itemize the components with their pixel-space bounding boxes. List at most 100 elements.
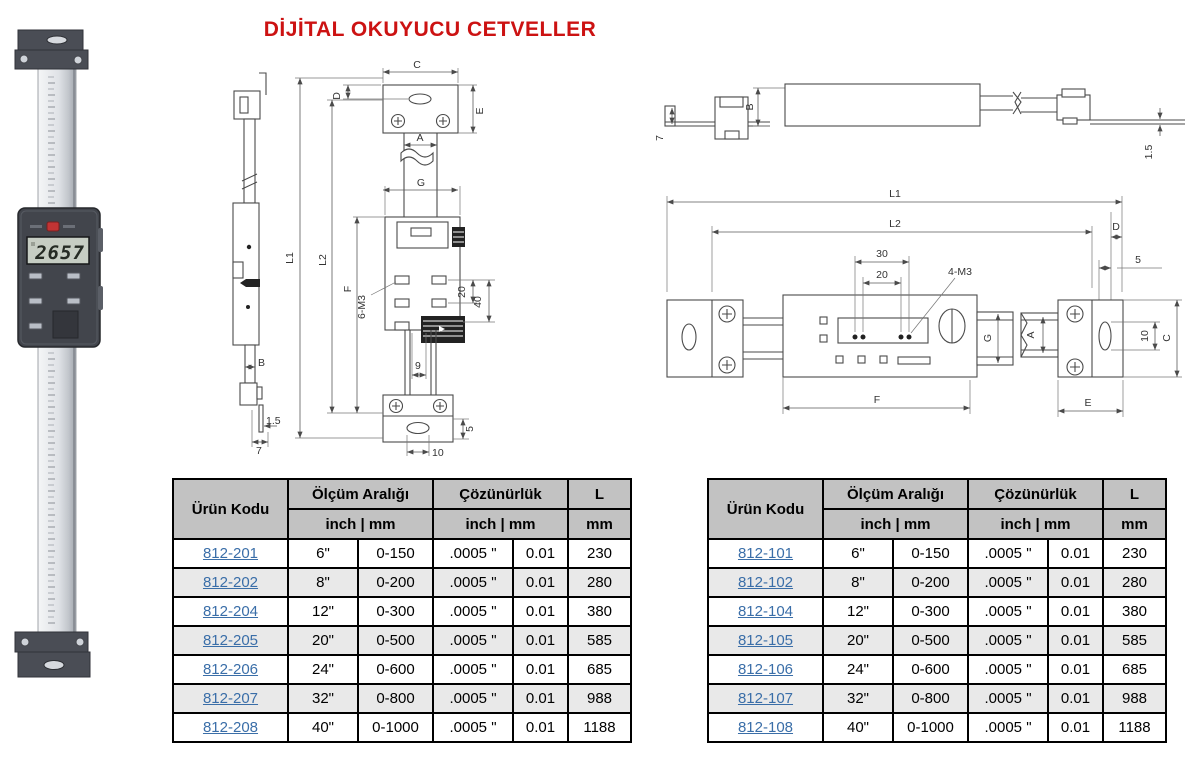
left-bracket: [666, 299, 744, 378]
dim-label-f: F: [342, 286, 354, 292]
dim-label-5: 5: [1135, 254, 1141, 266]
header-resolution: Çözünürlük: [967, 478, 1104, 510]
dim-label-g: G: [982, 334, 994, 342]
product-link[interactable]: 812-108: [737, 719, 794, 736]
dim-label-30: 30: [876, 248, 888, 260]
table-row: 812-104 12" 0-300 .0005 " 0.01 380: [707, 596, 1167, 627]
product-link[interactable]: 812-107: [737, 690, 794, 707]
spec-table-vertical-scales: Ürün Kodu Ölçüm Aralığı Çözünürlük L inc…: [172, 478, 632, 743]
header-res-units: inch | mm: [967, 508, 1104, 540]
page-title: DİJİTAL OKUYUCU CETVELLER: [263, 18, 597, 41]
table-row: 812-207 32" 0-800 .0005 " 0.01 988: [172, 683, 632, 714]
dim-label-10: 10: [1139, 330, 1151, 342]
header-length-unit: mm: [567, 508, 632, 540]
dim-label-b: B: [258, 357, 265, 369]
dim-label-l2: L2: [317, 254, 329, 266]
dim-label-l2: L2: [889, 218, 901, 230]
neck-section: [976, 311, 1014, 366]
ruler-beam: [37, 65, 77, 637]
dim-label-9: 9: [415, 360, 421, 372]
header-length-unit: mm: [1102, 508, 1167, 540]
keypad: [28, 272, 81, 339]
product-link[interactable]: 812-102: [737, 574, 794, 591]
table-row: 812-107 32" 0-800 .0005 " 0.01 988: [707, 683, 1167, 714]
dim-label-a: A: [1025, 331, 1037, 338]
dim-label-1-5: 1.5: [1143, 145, 1155, 160]
product-link[interactable]: 812-106: [737, 661, 794, 678]
product-link[interactable]: 812-104: [737, 603, 794, 620]
table-row: 812-204 12" 0-300 .0005 " 0.01 380: [172, 596, 632, 627]
technical-drawing-vertical: B 1.5 7 C D E: [232, 59, 495, 459]
header-measure-range: Ölçüm Aralığı: [822, 478, 969, 510]
power-button: [46, 221, 60, 232]
lcd-value: 2657: [34, 242, 85, 264]
dim-label-4m3: 4-M3: [948, 266, 972, 278]
dim-label-b: B: [744, 103, 756, 110]
readout-body: [782, 294, 978, 378]
dim-label-7: 7: [256, 445, 262, 457]
table-row: 812-105 20" 0-500 .0005 " 0.01 585: [707, 625, 1167, 656]
technical-drawing-horizontal: 7 B 1.5 L1: [655, 83, 1185, 417]
knurled-wheel-small: [452, 227, 465, 247]
product-link[interactable]: 812-207: [202, 690, 259, 707]
product-link[interactable]: 812-201: [202, 545, 259, 562]
table-row: 812-205 20" 0-500 .0005 " 0.01 585: [172, 625, 632, 656]
dim-label-5: 5: [464, 426, 476, 432]
table-row: 812-201 6" 0-150 .0005 " 0.01 230: [172, 538, 632, 569]
product-link[interactable]: 812-105: [737, 632, 794, 649]
horizontal-scale-front-view: L1 L2 D 5: [666, 188, 1182, 417]
dim-label-6m3: 6-M3: [356, 295, 368, 319]
table-row: 812-108 40" 0-1000 .0005 " 0.01 1188: [707, 712, 1167, 743]
vertical-scale-front-view: C D E A G: [284, 59, 495, 459]
horizontal-scale-side-view: 7 B 1.5: [655, 83, 1185, 160]
product-link[interactable]: 812-202: [202, 574, 259, 591]
knurled-wheel-main: [421, 316, 465, 343]
table-row: 812-101 6" 0-150 .0005 " 0.01 230: [707, 538, 1167, 569]
dim-label-1-5: 1.5: [266, 415, 281, 427]
table-row: 812-202 8" 0-200 .0005 " 0.01 280: [172, 567, 632, 598]
header-measure-range: Ölçüm Aralığı: [287, 478, 434, 510]
side-tab: [98, 228, 103, 252]
dim-label-c: C: [413, 59, 421, 71]
dim-label-10: 10: [432, 447, 444, 459]
dim-label-f: F: [874, 394, 880, 406]
dim-label-e: E: [1084, 397, 1091, 409]
dim-label-a: A: [416, 132, 423, 144]
header-res-units: inch | mm: [432, 508, 569, 540]
table-row: 812-208 40" 0-1000 .0005 " 0.01 1188: [172, 712, 632, 743]
header-resolution: Çözünürlük: [432, 478, 569, 510]
header-length: L: [567, 478, 632, 510]
dim-label-e: E: [474, 107, 486, 114]
product-link[interactable]: 812-205: [202, 632, 259, 649]
top-mount-bracket: [14, 29, 89, 70]
dim-label-l1: L1: [889, 188, 901, 200]
product-link[interactable]: 812-101: [737, 545, 794, 562]
dim-label-20: 20: [876, 269, 888, 281]
table-row: 812-206 24" 0-600 .0005 " 0.01 685: [172, 654, 632, 685]
header-length: L: [1102, 478, 1167, 510]
vertical-scale-side-view: B 1.5 7: [232, 72, 281, 457]
dim-label-7: 7: [655, 135, 666, 141]
bottom-mount-bracket: [14, 631, 91, 678]
right-bracket: [1057, 299, 1124, 378]
header-range-units: inch | mm: [287, 508, 434, 540]
header-range-units: inch | mm: [822, 508, 969, 540]
product-link[interactable]: 812-206: [202, 661, 259, 678]
dim-label-g: G: [417, 177, 425, 189]
dim-label-40: 40: [472, 296, 484, 308]
product-photo: 2657: [14, 29, 103, 678]
side-tab: [98, 286, 103, 310]
ruler-beam-section: [1020, 312, 1059, 358]
dim-label-c: C: [1161, 334, 1173, 342]
header-product-code: Ürün Kodu: [707, 478, 824, 540]
lcd-display: [26, 236, 90, 265]
digital-readout-unit: 2657: [17, 207, 103, 348]
dim-label-d: D: [1112, 221, 1120, 233]
dim-label-l1: L1: [284, 252, 296, 264]
dim-label-20: 20: [456, 286, 468, 298]
product-link[interactable]: 812-204: [202, 603, 259, 620]
product-link[interactable]: 812-208: [202, 719, 259, 736]
table-row: 812-102 8" 0-200 .0005 " 0.01 280: [707, 567, 1167, 598]
table-row: 812-106 24" 0-600 .0005 " 0.01 685: [707, 654, 1167, 685]
